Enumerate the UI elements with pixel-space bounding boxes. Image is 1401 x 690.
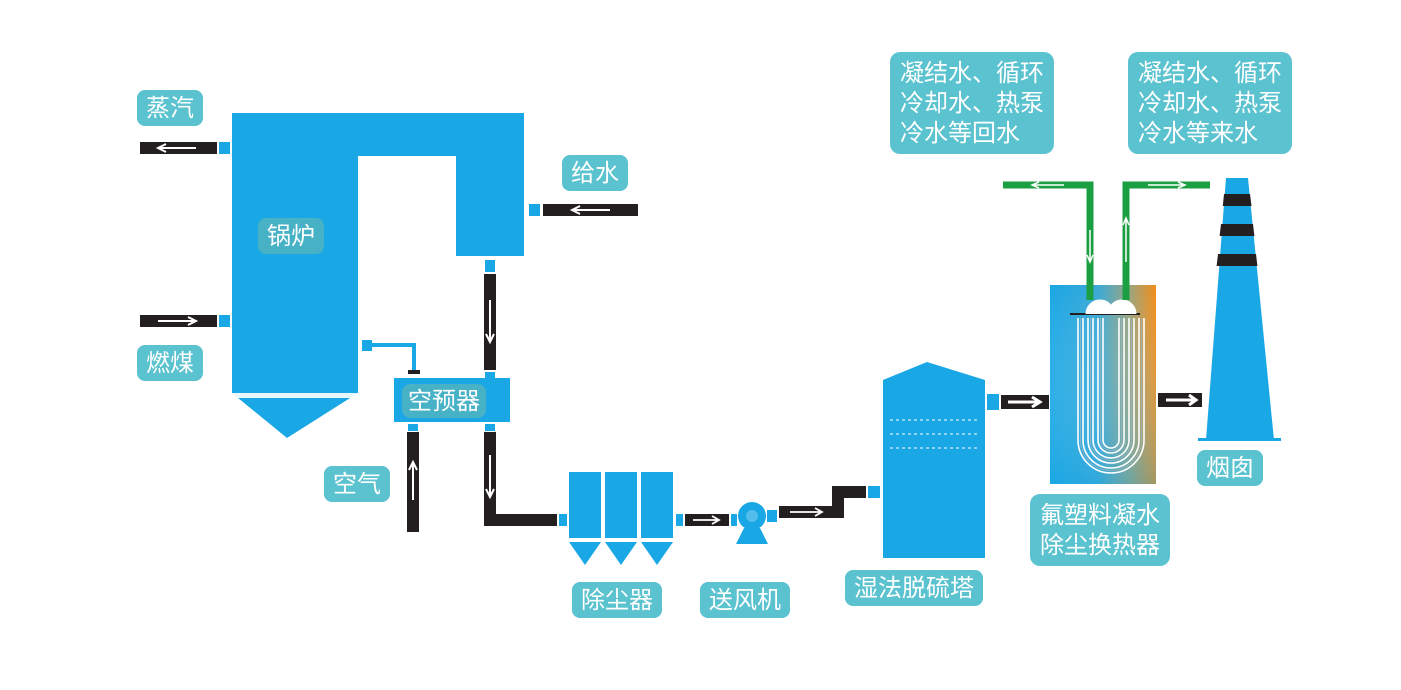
dust-collector-label: 除尘器 [572,582,662,618]
water-return-label: 凝结水、循环 冷却水、热泵 冷水等回水 [890,52,1054,154]
arrow-icon [693,515,721,525]
arrow-icon [158,316,199,326]
heat-exchanger [1050,285,1156,484]
feedwater-pipe [529,204,638,216]
desulfurization-tower [883,362,985,558]
air-inlet-pipe [407,424,419,532]
arrow-icon [1166,393,1199,407]
boiler-label: 锅炉 [258,218,324,254]
arrow-icon [1122,216,1130,262]
dust-collector [569,472,673,565]
feedwater-label: 给水 [562,155,628,191]
flue-duct-tower-to-exchanger [987,394,1049,410]
arrow-icon [1086,230,1094,264]
hot-air-duct [362,340,420,374]
chimney [1198,178,1281,441]
coal-label: 燃煤 [137,345,203,381]
coal-pipe [140,315,230,327]
water-supply-pipe [1122,181,1210,300]
arrow-icon [1148,181,1187,189]
arrow-icon [1008,395,1043,409]
boiler [232,113,524,438]
flue-duct-fan-to-tower [779,486,880,518]
water-return-pipe [1003,181,1094,300]
chimney-label: 烟囱 [1197,450,1263,486]
fan-icon [731,502,777,544]
arrow-icon [485,300,495,345]
air-preheater-label: 空预器 [402,384,486,418]
steam-label: 蒸汽 [137,90,203,126]
air-label: 空气 [324,466,390,502]
arrow-icon [1030,181,1064,189]
arrow-icon [790,507,824,517]
water-supply-label: 凝结水、循环 冷却水、热泵 冷水等来水 [1128,52,1292,154]
flue-duct-preheater-to-collector [484,424,567,526]
heat-exchanger-label: 氟塑料凝水 除尘换热器 [1030,494,1170,566]
arrow-icon [569,205,610,215]
desulfurization-tower-label: 湿法脱硫塔 [845,570,983,606]
flue-duct-boiler-to-preheater [484,260,496,380]
arrow-icon [408,459,418,500]
arrow-icon [155,143,196,153]
flue-duct-collector-to-fan [676,514,729,526]
flue-duct-exchanger-to-chimney [1158,393,1202,407]
fan-label: 送风机 [700,582,790,618]
arrow-icon [485,455,495,500]
steam-pipe [140,142,230,154]
